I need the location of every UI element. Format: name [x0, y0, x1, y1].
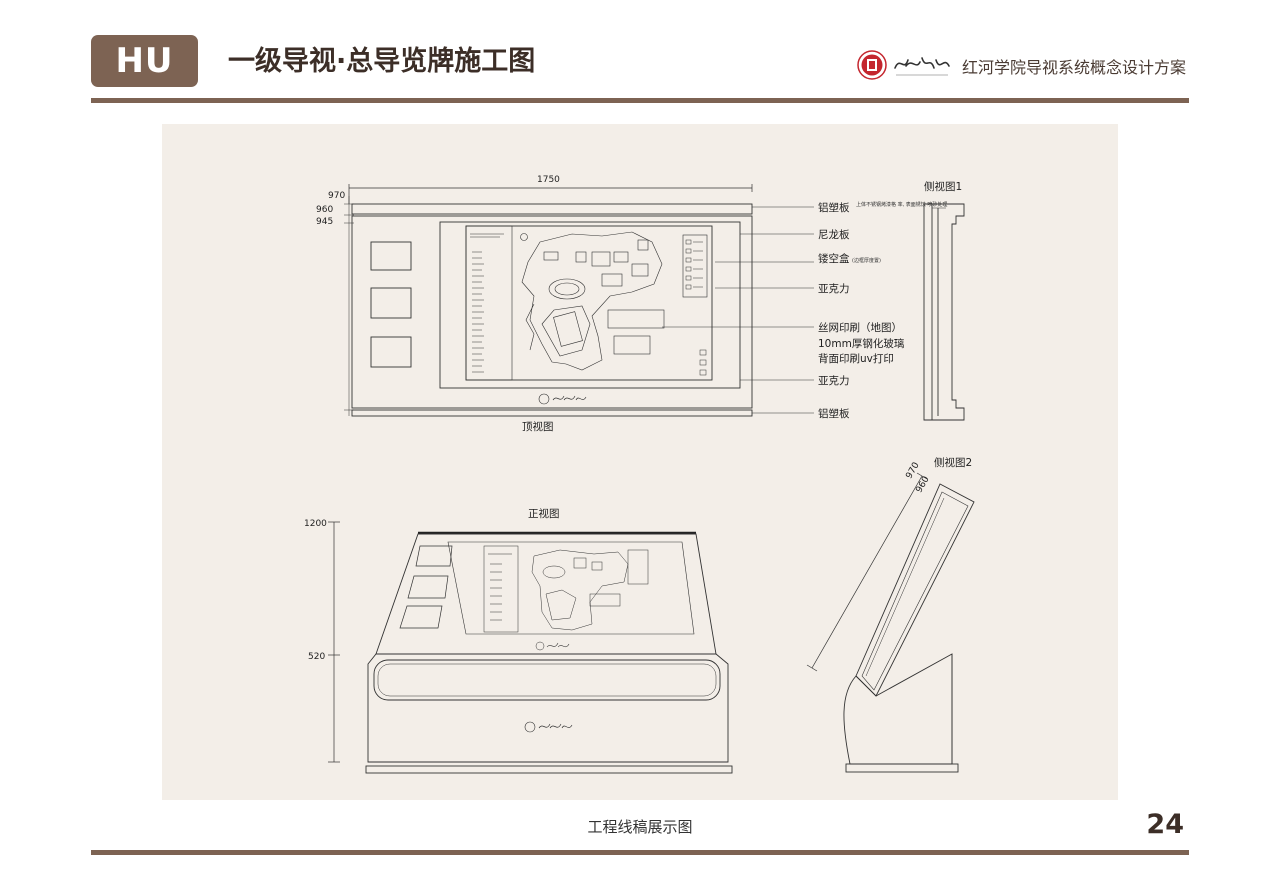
header-divider — [91, 98, 1189, 103]
side-view-2 — [806, 472, 975, 773]
callout-label: 镂空盒 — [818, 252, 850, 265]
page-title: 一级导视·总导览牌施工图 — [228, 46, 536, 77]
top-view-dim-960: 960 — [316, 205, 333, 215]
logo-badge: HU — [91, 35, 198, 87]
top-view-width-dim: 1750 — [537, 175, 560, 185]
callout-label: 10mm厚钢化玻璃 — [818, 337, 904, 350]
construction-drawing: 1750 970 960 945 顶视图 铝塑板 上体不锈钢烤漆格 率, 表面锈… — [304, 175, 975, 774]
page-number: 24 — [1146, 809, 1184, 840]
side-view-2-dim-970: 970 — [904, 461, 921, 481]
school-calligraphy-logo — [894, 57, 950, 76]
callout-label: 亚克力 — [818, 282, 850, 295]
drawing-panel: 1750 970 960 945 顶视图 铝塑板 上体不锈钢烤漆格 率, 表面锈… — [162, 124, 1118, 800]
school-seal-icon — [857, 50, 887, 80]
callout-label: 背面印刷uv打印 — [818, 352, 894, 365]
header-subtitle: 红河学院导视系统概念设计方案 — [962, 58, 1187, 77]
front-view-dim-1200: 1200 — [304, 519, 327, 529]
callout-label: 铝塑板 — [818, 201, 850, 214]
top-view-dim-945: 945 — [316, 217, 333, 227]
side-view-2-dim-960: 960 — [914, 475, 931, 495]
front-view-dim-520: 520 — [308, 652, 325, 662]
callout-label: 亚克力 — [818, 374, 850, 387]
top-view-dim-970: 970 — [328, 191, 345, 201]
callout-label: 丝网印刷（地图） — [818, 321, 902, 334]
callout-label: 尼龙板 — [818, 228, 850, 241]
side-view-1 — [923, 203, 965, 421]
side-view-1-caption: 侧视图1 — [924, 180, 962, 193]
front-view — [328, 521, 733, 774]
top-view — [344, 184, 814, 417]
callout-label: 铝塑板 — [818, 407, 850, 420]
footer-divider — [91, 850, 1189, 855]
side-view-2-caption: 侧视图2 — [934, 456, 972, 469]
footer-caption: 工程线稿展示图 — [587, 818, 693, 836]
callout-note: 上体不锈钢烤漆格 率, 表面锈蚀 喷砂处理 — [856, 201, 947, 208]
callout-note: (边框厚度置) — [852, 257, 881, 264]
top-view-caption: 顶视图 — [522, 420, 554, 433]
front-view-caption: 正视图 — [528, 507, 560, 520]
